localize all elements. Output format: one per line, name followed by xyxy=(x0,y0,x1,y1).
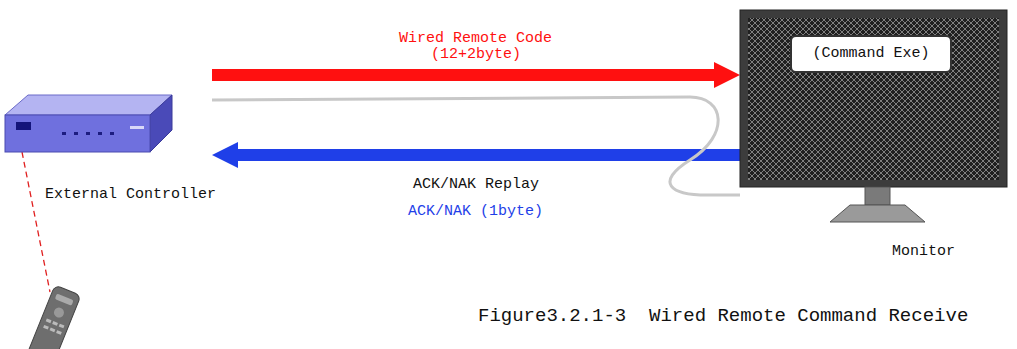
infrared-line xyxy=(22,152,50,292)
controller-device: External Controller xyxy=(0,88,212,210)
command-box: (Command Exe) xyxy=(790,35,952,73)
edge-label: ACK/NAK Replay xyxy=(411,176,541,194)
figure-caption: Figure3.2.1-3 Wired Remote Command Recei… xyxy=(478,305,968,328)
monitor-device: Monitor (Command Exe) xyxy=(740,8,1012,262)
box-title: (Command Exe) xyxy=(812,45,929,63)
device-label: External Controller xyxy=(45,186,216,204)
cable xyxy=(212,97,740,195)
signal-arrow xyxy=(212,142,740,168)
device-label: Monitor xyxy=(892,243,955,261)
remote-control xyxy=(23,285,81,349)
signal-arrow xyxy=(212,62,740,88)
data-size-label: ACK/NAK (1byte) xyxy=(406,203,545,221)
data-size-label: (12+2byte) xyxy=(429,46,523,64)
